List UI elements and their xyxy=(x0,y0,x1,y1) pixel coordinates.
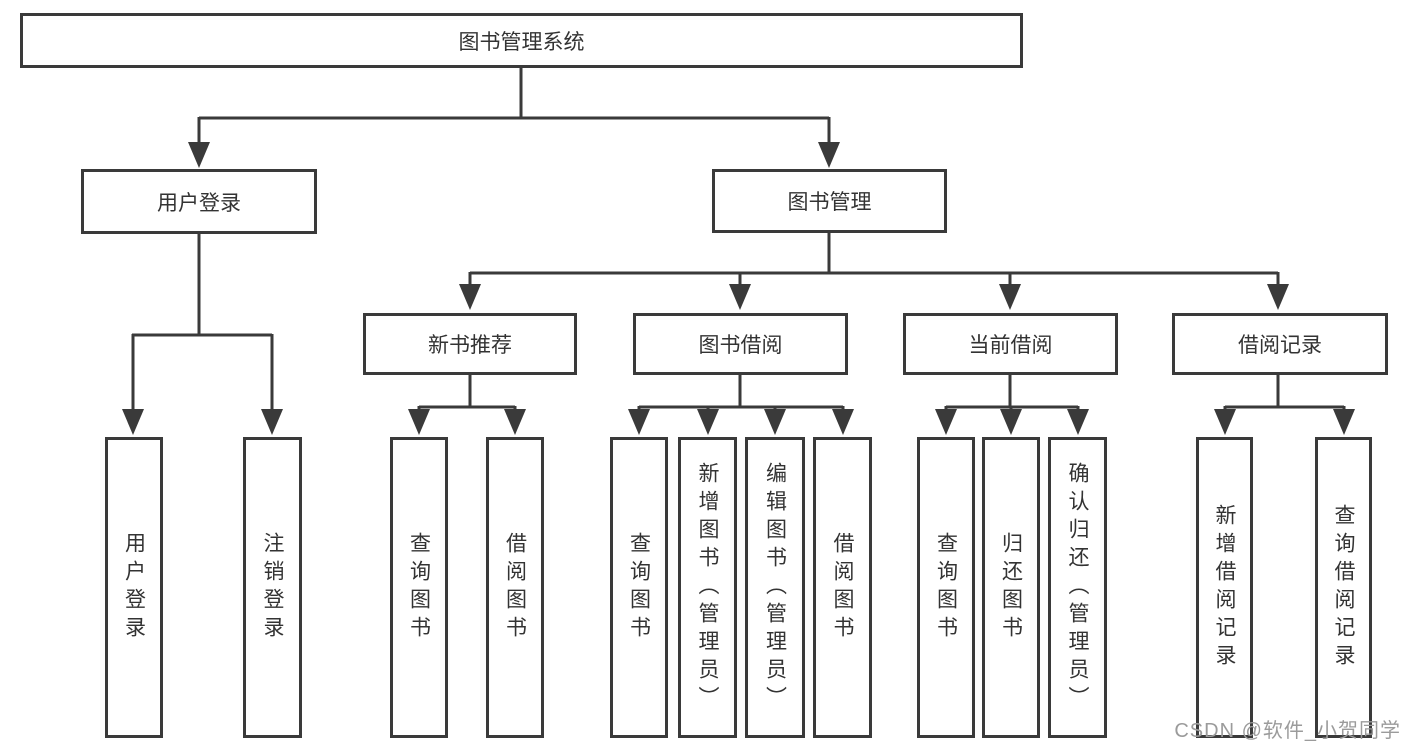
node-library-system: 图书管理系统 xyxy=(20,13,1023,68)
leaf-user-login: 用户登录 xyxy=(105,437,163,738)
node-book-management: 图书管理 xyxy=(712,169,947,233)
leaf-return-books: 归还图书 xyxy=(982,437,1040,738)
node-new-book-recommendation: 新书推荐 xyxy=(363,313,577,375)
arrowheads xyxy=(122,142,1355,435)
node-book-borrowing: 图书借阅 xyxy=(633,313,848,375)
leaf-confirm-return-admin: 确认归还（管理员） xyxy=(1048,437,1107,738)
leaf-query-books-borrowing: 查询图书 xyxy=(610,437,668,738)
csdn-watermark: CSDN @软件_小贺同学 xyxy=(1174,720,1401,742)
leaf-logout: 注销登录 xyxy=(243,437,302,738)
leaf-add-borrow-record: 新增借阅记录 xyxy=(1196,437,1253,738)
node-borrowing-records: 借阅记录 xyxy=(1172,313,1388,375)
leaf-edit-books-admin: 编辑图书（管理员） xyxy=(745,437,805,738)
leaf-add-books-admin: 新增图书（管理员） xyxy=(678,437,737,738)
leaf-borrow-books-recommend: 借阅图书 xyxy=(486,437,544,738)
node-current-borrowing: 当前借阅 xyxy=(903,313,1118,375)
leaf-query-borrow-record: 查询借阅记录 xyxy=(1315,437,1372,738)
leaf-borrow-books: 借阅图书 xyxy=(813,437,872,738)
node-user-login: 用户登录 xyxy=(81,169,317,234)
leaf-query-books-current: 查询图书 xyxy=(917,437,975,738)
leaf-query-books-recommend: 查询图书 xyxy=(390,437,448,738)
